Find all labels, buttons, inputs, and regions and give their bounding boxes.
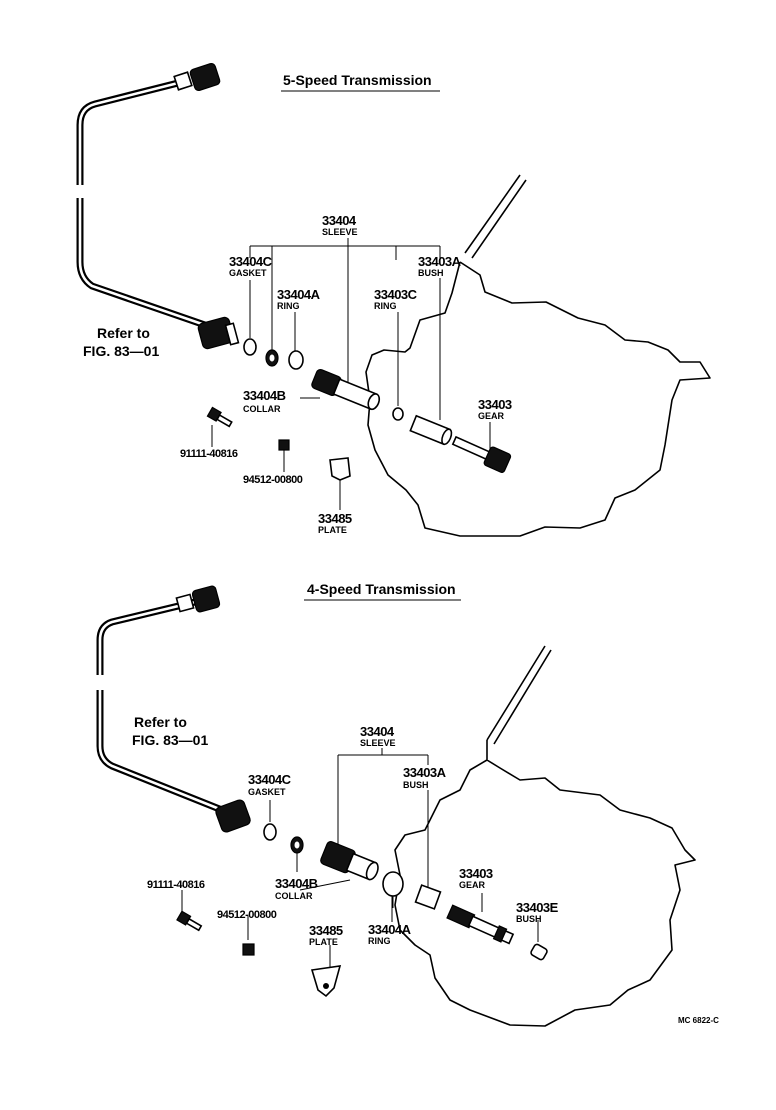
speedometer-cable xyxy=(76,62,240,350)
label-bracket xyxy=(181,748,539,970)
four-speed-section: 4-Speed Transmission Refer to FIG. 83—01 xyxy=(96,581,696,1027)
label-collar-no: 33404B xyxy=(243,388,286,403)
parts-4speed xyxy=(176,823,548,998)
transmission-case xyxy=(394,645,696,1027)
label-nut-no: 94512-00800 xyxy=(217,909,277,921)
gasket-part xyxy=(263,823,277,841)
label-ring-c-name: RING xyxy=(374,301,397,311)
label-gasket-no: 33404C xyxy=(248,772,292,787)
label-gasket-name: GASKET xyxy=(248,787,286,797)
label-bush-name: BUSH xyxy=(403,780,429,790)
figure-code: MC 6822-C xyxy=(678,1016,719,1025)
label-bracket xyxy=(211,238,491,510)
label-ring-a-name: RING xyxy=(368,936,391,946)
reference-line2: FIG. 83—01 xyxy=(132,732,208,748)
ring-part xyxy=(382,871,404,897)
label-bush-e-name: BUSH xyxy=(516,914,542,924)
label-plate-name: PLATE xyxy=(318,525,347,535)
label-bush-no: 33403A xyxy=(403,765,447,780)
reference-line1: Refer to xyxy=(134,714,187,730)
label-ring-a-name: RING xyxy=(277,301,300,311)
label-sleeve-no: 33404 xyxy=(360,724,395,739)
plate-part xyxy=(310,965,342,998)
label-plate-name: PLATE xyxy=(309,937,338,947)
ring-c-part xyxy=(392,407,404,421)
parts-5speed xyxy=(206,338,512,481)
label-bush-e-no: 33403E xyxy=(516,900,559,915)
gear-part xyxy=(446,904,515,945)
bolt-part xyxy=(176,910,203,932)
label-bush-no: 33403A xyxy=(418,254,462,269)
bolt-part xyxy=(206,406,233,428)
label-ring-c-no: 33403C xyxy=(374,287,418,302)
nut-part xyxy=(278,439,290,451)
gasket-part xyxy=(243,338,257,356)
bush-part xyxy=(414,884,442,910)
label-bolt-no: 91111-40816 xyxy=(147,879,205,891)
label-gear-name: GEAR xyxy=(478,411,505,421)
bush-part xyxy=(409,414,453,446)
label-bush-name: BUSH xyxy=(418,268,444,278)
ring-part xyxy=(288,350,304,370)
five-speed-section: 5-Speed Transmission Refer to FIG. 83—01 xyxy=(76,62,711,537)
label-sleeve-name: SLEEVE xyxy=(322,227,358,237)
label-collar-name: COLLAR xyxy=(275,891,313,901)
transmission-case xyxy=(365,174,711,537)
reference-line2: FIG. 83—01 xyxy=(83,343,159,359)
sleeve-part xyxy=(311,368,381,411)
label-collar-no: 33404B xyxy=(275,876,318,891)
sleeve-part xyxy=(320,840,379,881)
nut-part xyxy=(242,943,255,956)
plate-part xyxy=(329,457,351,481)
label-ring-a-no: 33404A xyxy=(368,922,412,937)
label-ring-a-no: 33404A xyxy=(277,287,321,302)
label-gasket-name: GASKET xyxy=(229,268,267,278)
label-gear-no: 33403 xyxy=(459,866,493,881)
label-collar-name: COLLAR xyxy=(243,404,281,414)
speedometer-cable xyxy=(96,585,251,833)
label-bolt-no: 91111-40816 xyxy=(180,448,238,460)
label-gear-name: GEAR xyxy=(459,880,486,890)
label-gasket-no: 33404C xyxy=(229,254,273,269)
label-plate-no: 33485 xyxy=(309,923,343,938)
label-sleeve-name: SLEEVE xyxy=(360,738,396,748)
section-title-5speed: 5-Speed Transmission xyxy=(283,72,432,88)
gear-part xyxy=(451,435,512,473)
bush-e-part xyxy=(530,943,548,961)
label-plate-no: 33485 xyxy=(318,511,352,526)
label-nut-no: 94512-00800 xyxy=(243,474,303,486)
label-sleeve-no: 33404 xyxy=(322,213,357,228)
section-title-4speed: 4-Speed Transmission xyxy=(307,581,456,597)
label-gear-no: 33403 xyxy=(478,397,512,412)
reference-line1: Refer to xyxy=(97,325,150,341)
